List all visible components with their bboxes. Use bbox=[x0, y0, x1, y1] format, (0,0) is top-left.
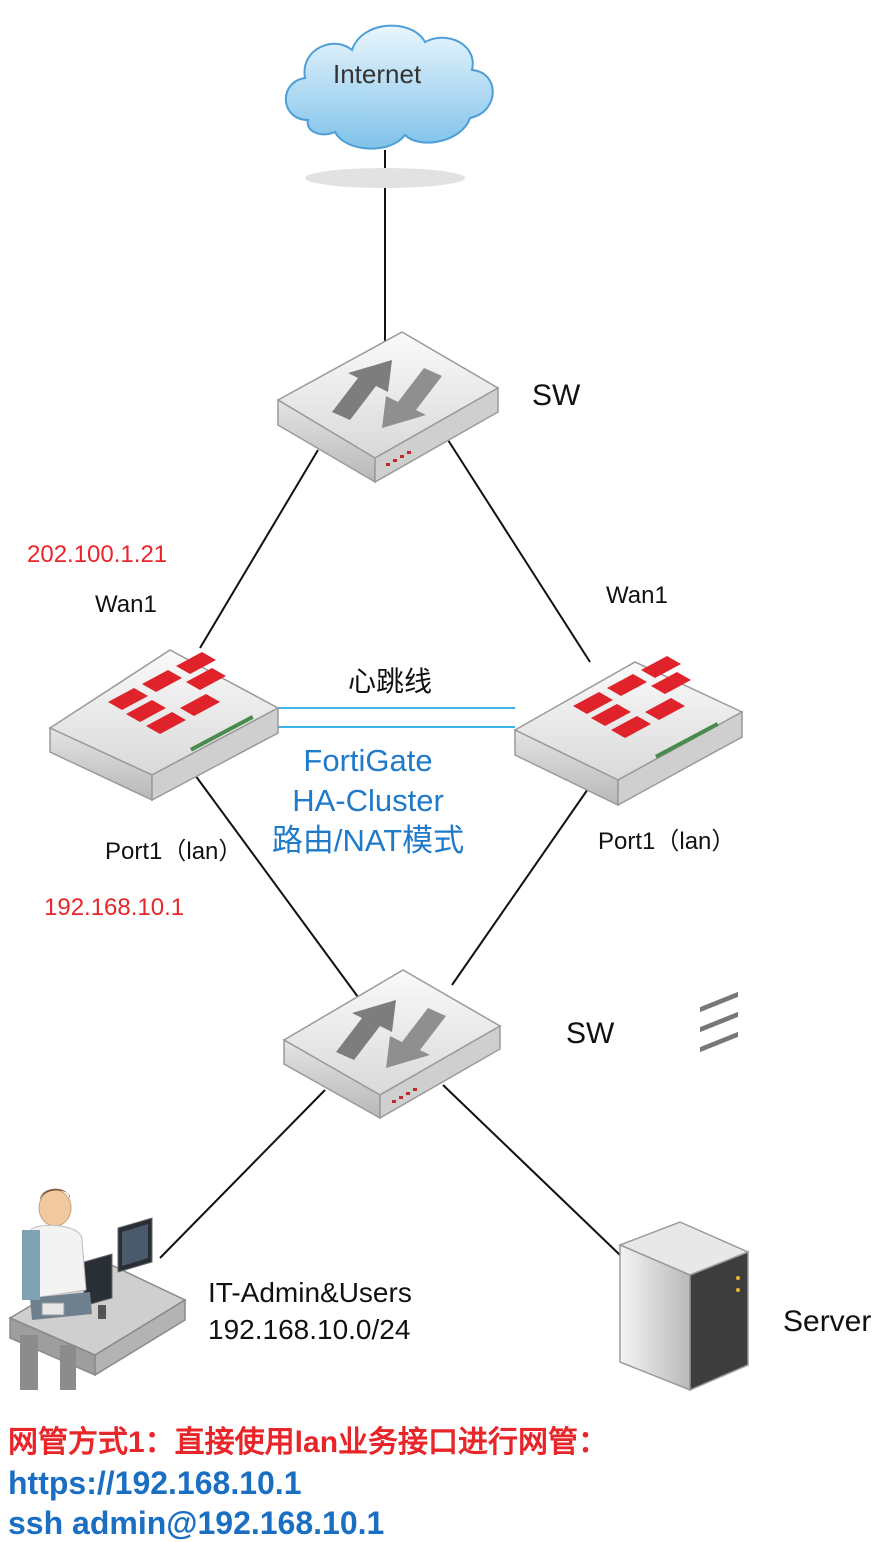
switch-icon bbox=[282, 969, 502, 1120]
fg-left-wan-ip: 202.100.1.21 bbox=[27, 541, 168, 568]
fg-right-wan-label: Wan1 bbox=[606, 582, 668, 609]
fg-left-wan-label: Wan1 bbox=[95, 591, 157, 618]
footer-https-link[interactable]: https://192.168.10.1 bbox=[8, 1465, 302, 1501]
cloud-icon bbox=[284, 24, 494, 188]
link-sw-bottom-server bbox=[442, 1084, 621, 1256]
connection-lines bbox=[159, 150, 621, 1259]
ha-cluster-subtitle: HA-Cluster bbox=[292, 783, 444, 818]
heartbeat-label: 心跳线 bbox=[348, 666, 433, 697]
ha-cluster-title: FortiGate bbox=[303, 743, 433, 778]
link-fg-right-sw-bottom bbox=[451, 785, 591, 986]
footer-ssh-command: ssh admin@192.168.10.1 bbox=[8, 1505, 385, 1541]
fg-left-lan-ip: 192.168.10.1 bbox=[44, 894, 185, 921]
fg-left-port-label: Port1（lan） bbox=[105, 838, 243, 865]
link-sw-top-fg-right bbox=[447, 439, 591, 663]
workstation-icon bbox=[8, 1188, 187, 1390]
firewall-icon bbox=[513, 656, 744, 807]
switch-icon bbox=[276, 331, 500, 484]
server-label: Server bbox=[783, 1305, 872, 1338]
admin-label: IT-Admin&Users bbox=[208, 1277, 412, 1308]
firewall-icon bbox=[48, 649, 280, 802]
link-sw-bottom-admin bbox=[159, 1089, 326, 1259]
footer-title: 网管方式1：直接使用lan业务接口进行网管： bbox=[8, 1426, 609, 1459]
link-fg-left-sw-bottom bbox=[194, 774, 359, 998]
sw-top-label: SW bbox=[532, 379, 581, 412]
server-icon bbox=[618, 991, 750, 1392]
fg-right-port-label: Port1（lan） bbox=[598, 828, 736, 855]
admin-subnet: 192.168.10.0/24 bbox=[208, 1314, 411, 1345]
internet-label: Internet bbox=[333, 59, 422, 89]
heartbeat-link bbox=[278, 707, 515, 728]
sw-bottom-label: SW bbox=[566, 1017, 615, 1050]
link-sw-top-fg-left bbox=[199, 449, 319, 649]
ha-cluster-mode: 路由/NAT模式 bbox=[271, 823, 465, 858]
